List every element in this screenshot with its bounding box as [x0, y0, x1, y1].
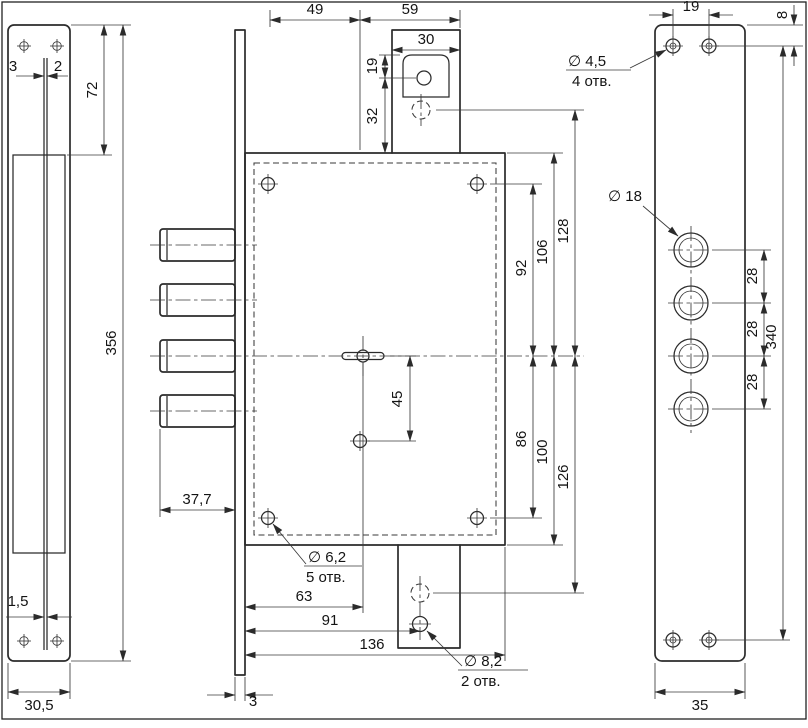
dim-hole-to-center-upper: 92 [513, 260, 530, 277]
faceplate-edge [234, 29, 246, 676]
callout-cup-dia: ∅ 18 [608, 188, 642, 205]
right-centerlines [668, 226, 714, 433]
center-view: 49 59 30 19 32 92 106 128 45 86 100 126 … [150, 1, 584, 710]
dim-right-screw-top-offset: 8 [774, 11, 791, 19]
faceplate-outline [7, 24, 71, 662]
dim-bolt-throw: 37,7 [182, 491, 211, 508]
bottom-tab [397, 544, 461, 649]
dim-left-gap-b: 2 [54, 58, 62, 75]
dim-cup-spacing-3: 28 [744, 374, 761, 391]
dim-screw-axis-offset: 91 [322, 612, 339, 629]
left-view: 3 2 72 356 1,5 30,5 [6, 24, 131, 714]
dim-body-top-to-center: 106 [534, 239, 551, 264]
dim-left-gap-a: 3 [9, 58, 17, 75]
dim-top-right-span: 59 [402, 1, 419, 18]
left-screw-holes [17, 39, 64, 648]
dim-latch-hole-offset: 19 [364, 58, 381, 75]
dim-screw-to-center-upper: 128 [555, 218, 572, 243]
dim-cup-spacing-1: 28 [744, 268, 761, 285]
dim-screw-to-center-lower: 126 [555, 464, 572, 489]
centerlines [150, 94, 584, 640]
callout-corner-hole-dia: ∅ 6,2 [308, 549, 346, 566]
dim-left-width: 30,5 [24, 697, 53, 714]
right-view: 19 8 ∅ 4,5 4 отв. ∅ 18 28 28 28 340 35 [566, 0, 803, 714]
right-screw-holes [663, 36, 719, 650]
dim-key-to-hole: 45 [389, 391, 406, 408]
top-tab [391, 29, 461, 154]
dim-left-upper-height: 72 [84, 82, 101, 99]
lock-body [244, 152, 506, 546]
dim-plate-thickness: 3 [249, 693, 257, 710]
dim-right-screw-spacing: 19 [683, 0, 700, 15]
body-inner-contour [253, 162, 497, 536]
dim-body-bottom-to-center: 100 [534, 439, 551, 464]
dim-cup-spacing-2: 28 [744, 321, 761, 338]
dim-key-offset-left: 49 [307, 1, 324, 18]
callout-screw-hole-dia: ∅ 8,2 [464, 653, 502, 670]
center-dimension-lines [159, 10, 584, 701]
callout-corner-hole-count: 5 отв. [306, 569, 346, 586]
dim-latch-hole-to-body: 32 [364, 108, 381, 125]
dim-latch-width: 30 [418, 31, 435, 48]
callout-right-screw-dia: ∅ 4,5 [568, 53, 606, 70]
dim-left-total-height: 356 [103, 330, 120, 355]
dim-screw-span: 340 [763, 324, 780, 349]
latch-hole [416, 70, 432, 86]
left-dimension-lines [6, 24, 131, 699]
faceplate-recess [12, 154, 66, 554]
dim-body-width: 136 [359, 636, 384, 653]
dim-hole-to-center-lower: 86 [513, 431, 530, 448]
corner-holes [258, 174, 487, 528]
callout-screw-hole-count: 2 отв. [461, 673, 501, 690]
callout-right-screw-count: 4 отв. [572, 73, 612, 90]
deadbolts [159, 228, 236, 428]
dim-right-width: 35 [692, 697, 709, 714]
right-dimension-lines [566, 5, 803, 699]
latch-slot [402, 54, 450, 98]
outer-plate-outline [654, 24, 746, 662]
dim-key-axis-offset: 63 [296, 588, 313, 605]
dim-left-bottom-gap: 1,5 [8, 593, 29, 610]
